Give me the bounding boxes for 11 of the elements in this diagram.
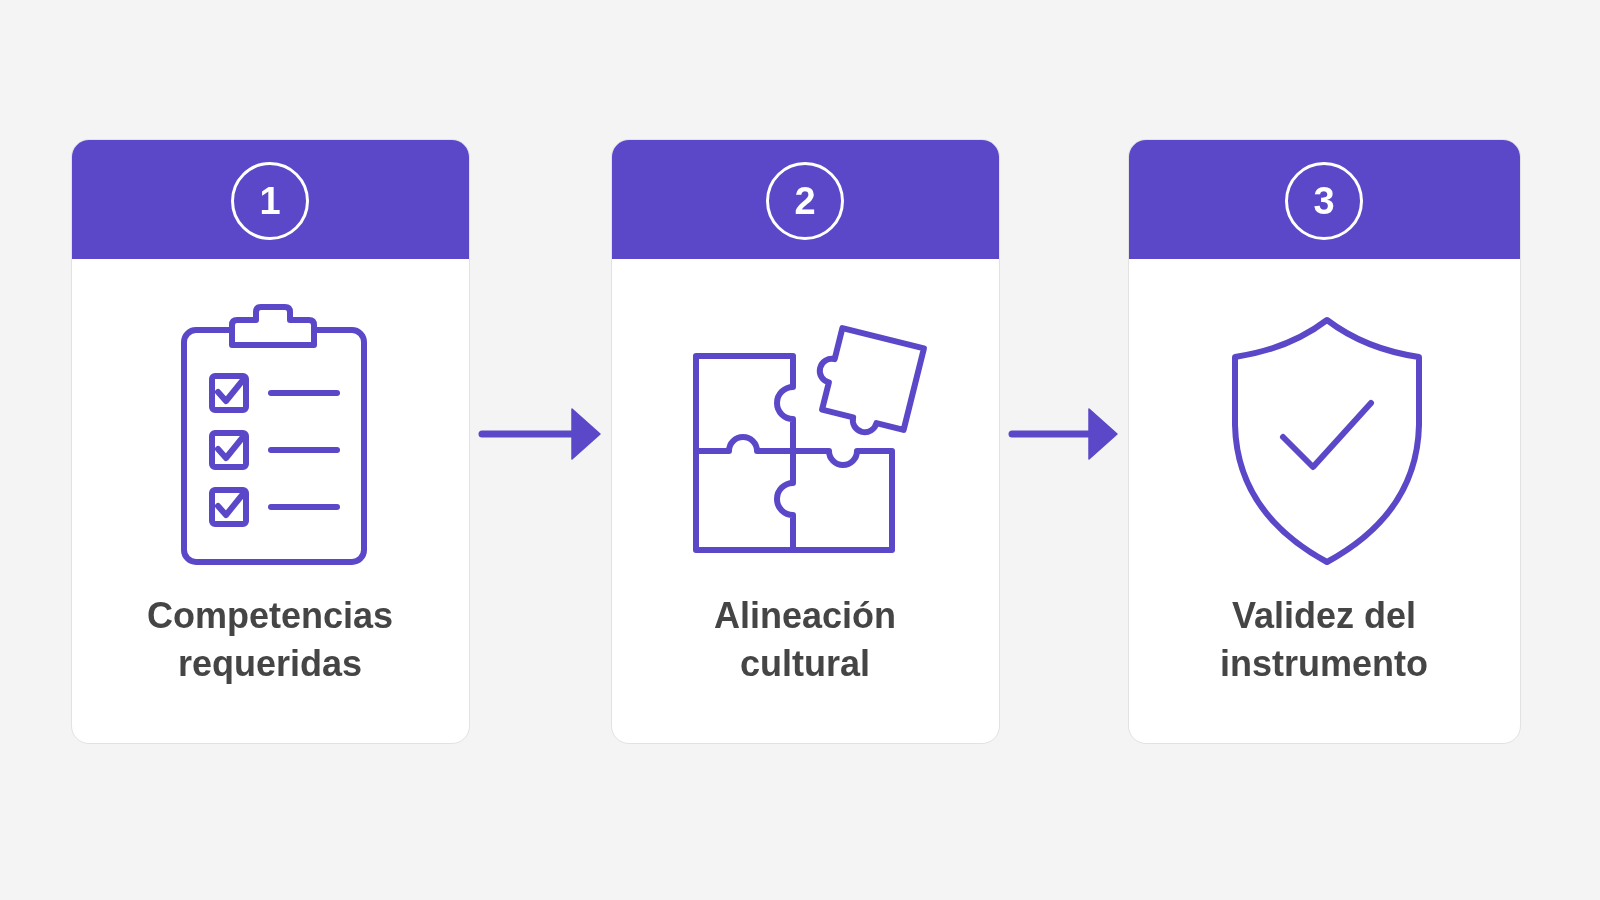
step-label: Validez del instrumento xyxy=(1219,594,1429,686)
arrow xyxy=(1008,408,1118,460)
arrow xyxy=(478,408,601,460)
step-card xyxy=(1128,139,1521,744)
step-label: Alineación cultural xyxy=(712,594,897,686)
step-number: 3 xyxy=(1285,161,1363,240)
step-number: 1 xyxy=(231,161,309,240)
step-number: 2 xyxy=(766,161,844,240)
step-card xyxy=(611,139,1000,744)
step-label: Competencias requeridas xyxy=(145,594,395,686)
step-card xyxy=(71,139,470,744)
